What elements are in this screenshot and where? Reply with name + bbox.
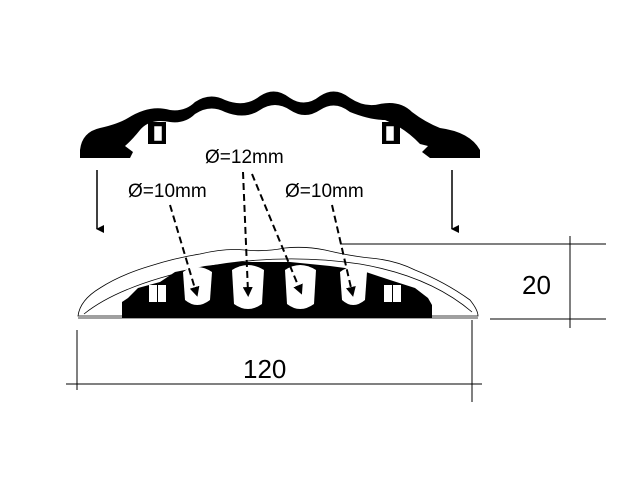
dimension-lines [66,236,606,402]
leader-center-1 [242,171,253,297]
diameter-center-label: Ø=12mm [205,147,284,168]
height-dimension-label: 20 [522,270,551,300]
leader-left [169,204,200,297]
leader-right [331,204,356,297]
diameter-right-label: Ø=10mm [285,181,364,202]
top-cover [80,91,480,158]
width-dimension-label: 120 [243,354,286,384]
diameter-leaders [169,171,356,297]
base-profile [77,246,479,319]
diameter-left-label: Ø=10mm [128,181,207,202]
leader-center-2 [251,173,303,295]
